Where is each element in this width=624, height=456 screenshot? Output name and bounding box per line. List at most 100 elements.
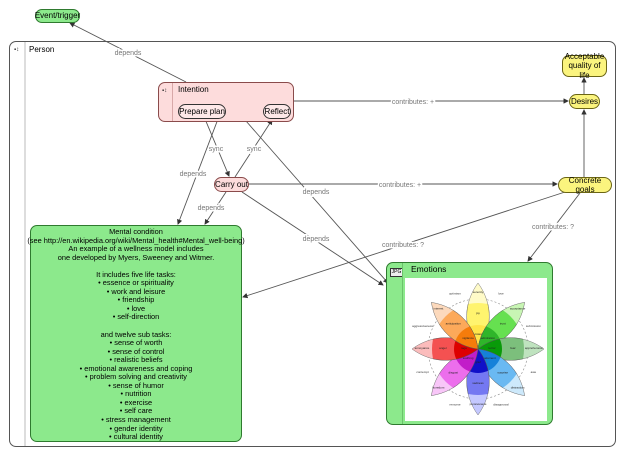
intention-title: Intention [178, 85, 209, 94]
desires-label: Desires [570, 96, 599, 106]
emotions-title: Emotions [411, 264, 447, 274]
emotion-word: pensiveness [470, 402, 487, 406]
edge-label-contributes: contributes: + [379, 182, 421, 189]
edge-label-depends: depends [303, 236, 330, 243]
edge-label-contributes: contributes: ? [382, 242, 424, 249]
mental-condition-line: and twelve sub tasks: [100, 329, 172, 339]
dyad-label: remorse [450, 402, 461, 406]
emotion-word: disgust [448, 371, 458, 375]
mental-condition-line: • sense of worth [109, 338, 163, 348]
edge-carryout-reflect[interactable] [234, 119, 273, 178]
emotion-word: anticipation [446, 321, 462, 325]
dyad-label: contempt [416, 370, 429, 374]
concrete-goals-node[interactable]: Concrete goals [558, 175, 612, 194]
acceptable-quality-label-1: Acceptable [564, 52, 605, 62]
mental-condition-line: • cultural identity [109, 432, 163, 442]
mental-condition-node[interactable]: Mental condition(see http://en.wikipedia… [27, 225, 245, 442]
mental-condition-line: • essence or spirituality [98, 278, 174, 288]
edge-goals-mental[interactable] [242, 191, 566, 299]
edge-label-depends: depends [115, 50, 142, 57]
acceptable-quality-node[interactable]: Acceptable quality of life [562, 52, 607, 80]
reflect-label: Reflect [264, 106, 290, 116]
emotion-word: boredom [432, 386, 444, 390]
mental-condition-line: • gender identity [109, 423, 163, 433]
emotion-word: apprehension [525, 346, 544, 350]
emotion-word: grief [475, 360, 481, 364]
dyad-label: disapproval [493, 402, 509, 406]
emotion-word: fear [510, 346, 515, 350]
event-trigger-node[interactable]: Event/trigger [35, 9, 80, 23]
carry-out-label: Carry out [215, 179, 248, 189]
emotion-word: vigilance [462, 336, 474, 340]
emotion-word: admiration [481, 336, 495, 340]
edge-label-contributes: contributes: ? [532, 224, 574, 231]
mental-condition-line: • self care [119, 406, 153, 416]
emotion-word: ecstasy [473, 332, 484, 336]
emotion-word: surprise [497, 371, 508, 375]
emotion-wheel-image: serenity joy ecstasy acceptance trust admirat… [405, 278, 547, 421]
emotion-word: acceptance [510, 306, 526, 310]
mental-condition-line: • sense of humor [108, 380, 164, 390]
intention-strip [159, 83, 173, 121]
collapse-toggle-icon[interactable]: ▪↕ [14, 47, 20, 53]
edge-label-depends: depends [180, 171, 207, 178]
event-trigger-label: Event/trigger [34, 11, 81, 21]
person-title: Person [29, 45, 55, 54]
mental-condition-line: • nutrition [120, 389, 152, 399]
desires-node[interactable]: Desires [569, 94, 600, 109]
edge-label-contributes: contributes: + [392, 99, 434, 106]
mental-condition-line: An example of a wellness model includes [68, 244, 204, 254]
mental-condition-line: • stress management [101, 415, 171, 425]
emotion-word: interest [433, 306, 443, 310]
edge-plan-carryout[interactable] [204, 118, 230, 177]
edge-label-sync: sync [209, 146, 224, 153]
mental-condition-line: • emotional awareness and coping [79, 363, 193, 373]
emotion-wheel: serenity joy ecstasy acceptance trust admirat… [411, 282, 545, 416]
emotion-word: serenity [473, 290, 484, 294]
person-container[interactable]: ▪↕ Person [9, 41, 616, 447]
mental-condition-line: Mental condition [109, 227, 163, 236]
person-strip [10, 42, 26, 446]
dyad-label: love [498, 292, 504, 296]
emotion-word: amazement [480, 356, 496, 360]
prepare-plan-node[interactable]: Prepare plan [178, 104, 226, 119]
emotions-strip [402, 263, 403, 424]
mental-condition-line: • self-direction [112, 312, 160, 322]
emotion-word: joy [475, 311, 480, 315]
edge-intention-event[interactable] [69, 22, 187, 83]
mental-condition-line: • sense of control [107, 346, 165, 356]
edge-plan-mental[interactable] [177, 118, 219, 225]
reflect-node[interactable]: Reflect [263, 104, 291, 119]
edge-intention-emotions[interactable] [245, 120, 389, 284]
mental-condition-line: • problem solving and creativity [85, 372, 187, 382]
mental-condition-line: • work and leisure [106, 286, 166, 296]
mental-condition-line: one developed by Myers, Sweeney and Witm… [57, 252, 215, 262]
carry-out-node[interactable]: Carry out [214, 177, 249, 192]
concrete-goals-label: Concrete goals [568, 175, 602, 194]
prepare-plan-label: Prepare plan [179, 106, 225, 116]
dyad-label: aggressiveness [412, 324, 433, 328]
mental-condition-line: • friendship [117, 295, 155, 305]
collapse-toggle-icon[interactable]: ▪↕ [162, 88, 168, 94]
emotion-word: loathing [463, 356, 474, 360]
dyad-label: submission [526, 324, 541, 328]
mental-condition-line: (see http://en.wikipedia.org/wiki/Mental… [27, 235, 245, 245]
edge-goals-emotions[interactable] [527, 192, 581, 262]
mental-condition-line: It includes five life tasks: [96, 269, 176, 279]
edge-label-sync: sync [247, 146, 262, 153]
emotion-word: rage [461, 346, 467, 350]
emotion-word: trust [500, 321, 506, 325]
emotion-petal: interest anticipation vigilance [431, 302, 479, 350]
dyad-label: awe [531, 370, 537, 374]
acceptable-quality-label-2: quality of life [568, 61, 601, 80]
emotion-word: anger [439, 346, 447, 350]
emotion-word: annoyance [415, 346, 430, 350]
emotion-word: terror [488, 346, 495, 350]
dyad-label: optimism [449, 292, 462, 296]
mental-condition-line: • realistic beliefs [109, 355, 163, 365]
emotion-petal: acceptance trust admiration [477, 302, 526, 350]
edge-carryout-mental[interactable] [204, 191, 227, 225]
edge-carryout-emotions[interactable] [241, 191, 384, 286]
